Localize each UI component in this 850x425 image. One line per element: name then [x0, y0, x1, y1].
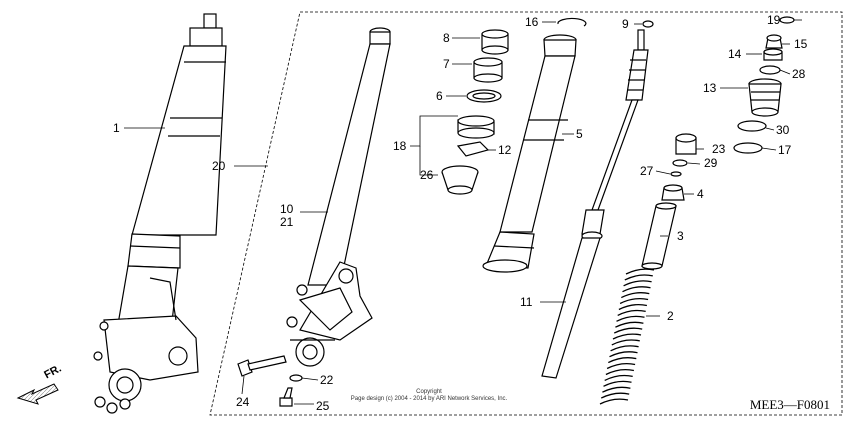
part-label-13: 13 [703, 81, 717, 95]
part-label-24: 24 [236, 395, 250, 409]
part-label-30: 30 [776, 123, 790, 137]
part-label-1: 1 [113, 121, 120, 135]
part-label-27: 27 [640, 164, 654, 178]
part-label-18: 18 [393, 139, 407, 153]
slider-tube [482, 34, 577, 273]
part-label-23: 23 [712, 142, 726, 156]
part-label-9: 9 [622, 17, 629, 31]
exploded-frame [209, 11, 843, 416]
seals-and-rings [441, 17, 587, 195]
part-label-21: 21 [280, 215, 294, 229]
bolts [237, 355, 303, 407]
part-label-11: 11 [520, 295, 533, 309]
spacer-pipe [641, 202, 677, 270]
leader-lines [124, 19, 802, 405]
copyright-notice: Copyright Page design (c) 2004 - 2014 by… [334, 389, 524, 403]
part-label-8: 8 [443, 31, 450, 45]
part-label-26: 26 [420, 168, 434, 182]
part-label-4: 4 [697, 187, 704, 201]
part-label-20: 20 [212, 159, 226, 173]
part-label-22: 22 [320, 373, 334, 387]
part-label-29: 29 [704, 156, 718, 170]
copyright-line-1: Copyright [416, 389, 442, 395]
part-label-16: 16 [525, 15, 539, 29]
damper-rod [541, 29, 649, 379]
part-label-2: 2 [667, 309, 674, 323]
part-label-14: 14 [728, 47, 742, 61]
assembled-fork [93, 13, 227, 414]
part-label-3: 3 [677, 229, 684, 243]
part-label-10: 10 [280, 202, 294, 216]
front-direction-arrow [16, 383, 59, 405]
part-label-6: 6 [436, 89, 443, 103]
fork-spring [599, 268, 655, 405]
part-label-5: 5 [576, 127, 583, 141]
part-label-12: 12 [498, 143, 512, 157]
part-label-15: 15 [794, 37, 808, 51]
copyright-line-2: Page design (c) 2004 - 2014 by ARI Netwo… [350, 396, 508, 402]
part-label-7: 7 [443, 57, 450, 71]
part-label-28: 28 [792, 67, 806, 81]
part-label-17: 17 [778, 143, 792, 157]
part-label-19: 19 [767, 13, 781, 27]
diagram-code: MEE3—F0801 [749, 397, 830, 412]
upper-cap-parts [642, 16, 795, 201]
outer-tube-with-bracket [286, 27, 391, 367]
part-label-25: 25 [316, 399, 330, 413]
